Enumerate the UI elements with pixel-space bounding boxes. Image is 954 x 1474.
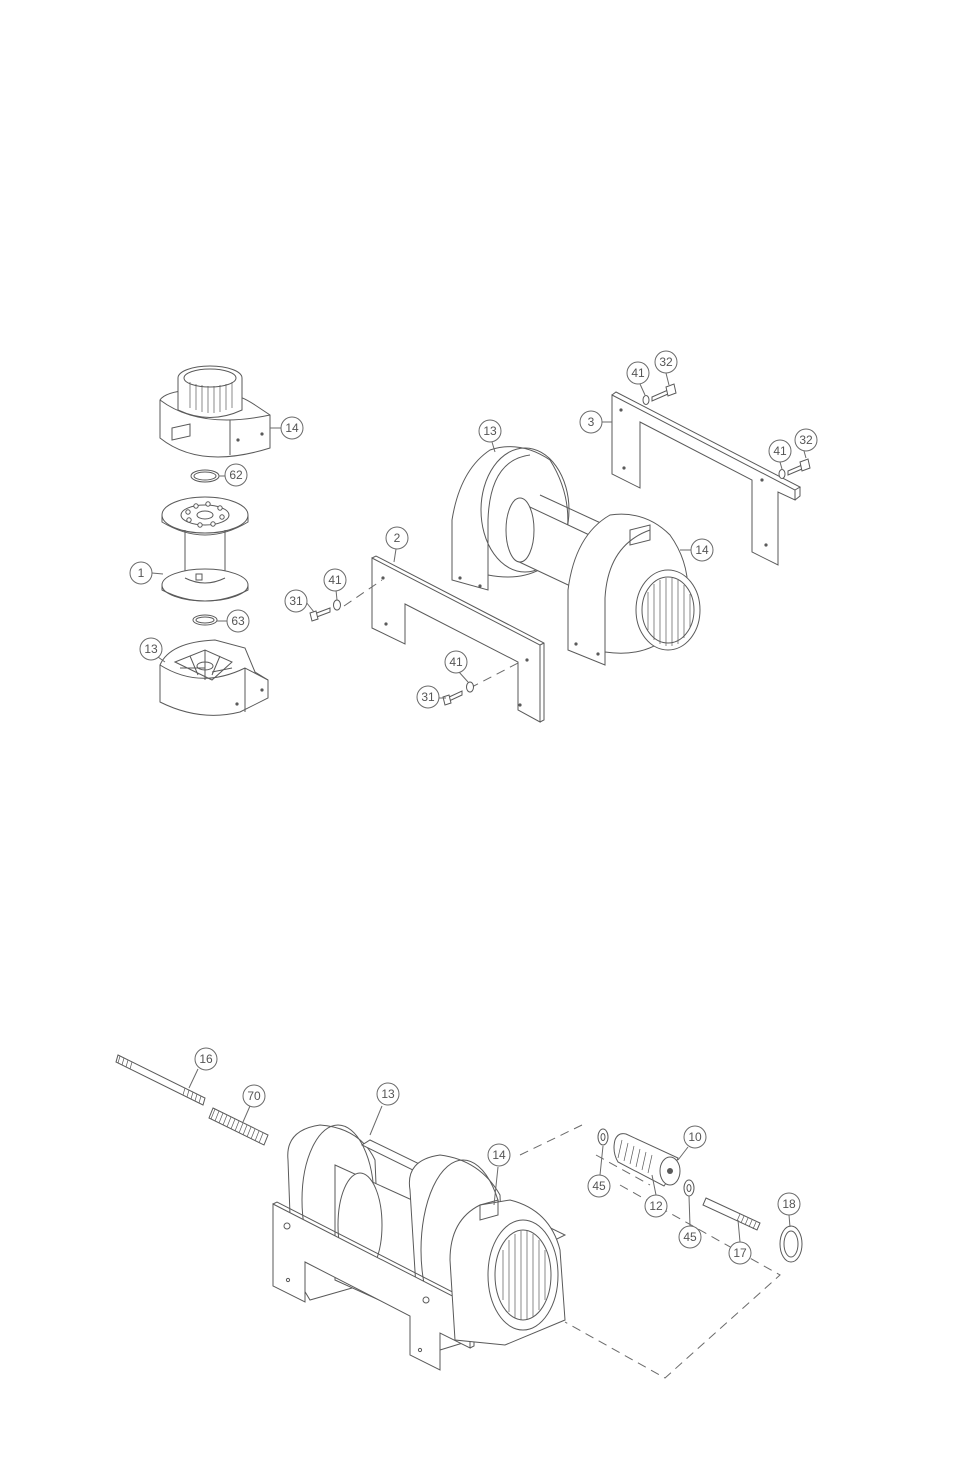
callout-32-plate3-right: 32 [799, 433, 813, 447]
callout-41-plate3-top: 41 [631, 366, 645, 380]
spring-70 [209, 1108, 268, 1145]
washer-45-left [598, 1129, 608, 1145]
callout-63: 63 [231, 614, 245, 628]
upper-left-drum-1 [162, 497, 248, 601]
callout-45-right: 45 [683, 1230, 697, 1244]
callout-70: 70 [247, 1089, 261, 1103]
callout-14-upper-right: 14 [695, 543, 709, 557]
callout-62: 62 [229, 468, 243, 482]
callout-17: 17 [733, 1246, 747, 1260]
callout-31-upper: 31 [289, 594, 303, 608]
callout-14-upper-left: 14 [285, 421, 299, 435]
washer-41-plate3-top [643, 396, 649, 405]
bolt-32-plate3-right [788, 459, 810, 475]
callout-31-lower: 31 [421, 690, 435, 704]
callout-13-lower: 13 [381, 1087, 395, 1101]
callout-18: 18 [782, 1197, 796, 1211]
callout-12: 12 [649, 1199, 663, 1213]
shaft-17 [703, 1198, 760, 1230]
washer-45-right [684, 1180, 694, 1196]
upper-left-end-housing-13 [160, 640, 268, 715]
assembled-winch [273, 1125, 565, 1370]
callout-13-upper-left: 13 [144, 642, 158, 656]
callout-41-plate3-right: 41 [773, 444, 787, 458]
callout-16: 16 [199, 1052, 213, 1066]
bolt-32-plate3-top [652, 384, 676, 401]
callout-14-lower: 14 [492, 1148, 506, 1162]
callout-13-upper-right: 13 [483, 424, 497, 438]
callout-10: 10 [688, 1130, 702, 1144]
callout-3: 3 [588, 415, 595, 429]
washer-41-upper [334, 600, 341, 610]
callout-45-left: 45 [592, 1179, 606, 1193]
coupling-12 [614, 1134, 680, 1186]
upper-left-oring-62 [191, 470, 219, 482]
callout-2: 2 [394, 531, 401, 545]
callout-32-plate3-top: 32 [659, 355, 673, 369]
shaft-16 [116, 1055, 205, 1105]
callout-41-upper: 41 [328, 573, 342, 587]
callout-41-lower: 41 [449, 655, 463, 669]
washer-41-lower [467, 682, 474, 692]
upper-left-end-housing-14 [160, 366, 270, 457]
ring-18 [780, 1226, 802, 1262]
callout-1: 1 [138, 566, 145, 580]
upper-left-oring-63 [193, 615, 217, 625]
washer-41-plate3-right [779, 470, 785, 479]
